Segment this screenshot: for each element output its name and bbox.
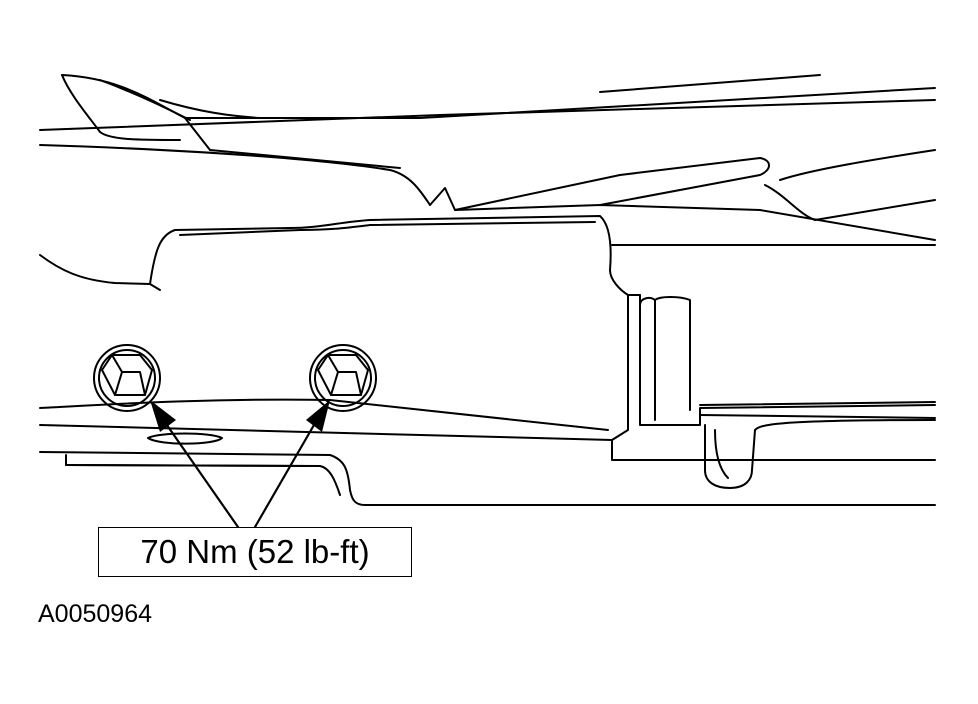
torque-callout: 70 Nm (52 lb-ft) bbox=[98, 527, 412, 577]
bolt-icon bbox=[309, 344, 377, 412]
mounting-bracket bbox=[39, 215, 629, 441]
frame-rail bbox=[39, 244, 936, 506]
figure-id: A0050964 bbox=[38, 600, 153, 628]
arrow-icon bbox=[150, 400, 330, 432]
torque-label: 70 Nm (52 lb-ft) bbox=[140, 533, 370, 570]
upper-panel-lines bbox=[39, 74, 936, 285]
bolt-icon bbox=[93, 344, 161, 412]
arrow-icon bbox=[160, 416, 320, 529]
